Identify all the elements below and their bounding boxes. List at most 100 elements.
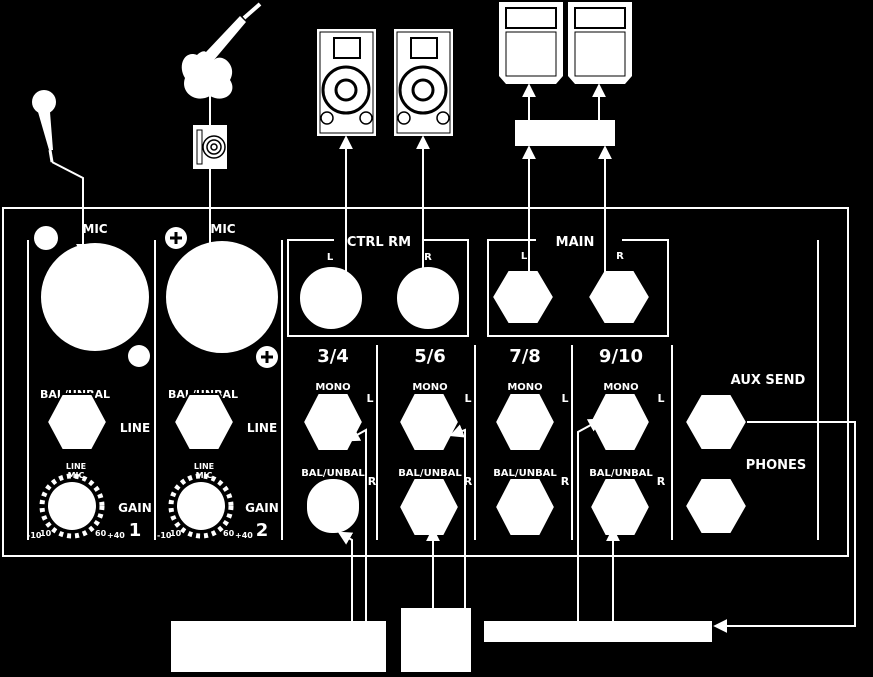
cable-device-to-5-6-left <box>449 424 466 608</box>
cable-device-to-3-4-right <box>337 531 354 621</box>
channel-1-xlr-mic-jack[interactable] <box>39 241 151 353</box>
balunbal-label: BAL/UNBAL <box>493 468 557 479</box>
left-input-label: L <box>464 392 471 405</box>
aux-send-jack[interactable] <box>683 393 749 451</box>
stereo-3-4-left-jack[interactable] <box>301 392 365 452</box>
channel-1-knob-line-mark: LINE <box>66 462 86 471</box>
main-section: MAIN L R <box>487 235 669 337</box>
mono-label: MONO <box>603 382 638 393</box>
cables <box>51 83 856 633</box>
studio-monitor-speaker-icon <box>317 29 376 136</box>
stereo-5-6-left-jack[interactable] <box>397 392 461 452</box>
channel-2-scale-right: 60 <box>223 529 235 538</box>
amplifier-box <box>515 120 615 146</box>
microphone-icon <box>32 90 56 163</box>
stereo-3-4-right-jack[interactable] <box>305 477 361 535</box>
channel-2-scale-left: -10 <box>157 531 172 540</box>
pa-speaker-icon <box>568 2 632 84</box>
ctrl-rm-right-jack[interactable] <box>395 265 461 331</box>
main-bracket <box>487 239 669 337</box>
right-input-label: R <box>464 475 473 488</box>
channel-1-scale-left: -10 <box>27 531 42 540</box>
channel-1-gain-scale <box>39 473 105 539</box>
channel-1-indicator <box>34 226 58 250</box>
cable-device-to-9-10-left <box>577 418 603 621</box>
stereo-channel-7-8: 7/8 MONO L BAL/UNBAL R <box>493 346 570 537</box>
ctrl-rm-left-jack[interactable] <box>298 265 364 331</box>
stereo-7-8-left-jack[interactable] <box>493 392 557 452</box>
balunbal-label: BAL/UNBAL <box>589 468 653 479</box>
channel-2-mic-label: MIC <box>210 222 235 236</box>
channel-2-scale-left2: 10 <box>170 529 182 538</box>
stereo-7-8-right-jack[interactable] <box>493 477 557 537</box>
channel-2-scale-right2: +40 <box>235 531 253 540</box>
phones-label: PHONES <box>746 458 807 473</box>
main-right-jack[interactable] <box>586 269 652 325</box>
mono-label: MONO <box>412 382 447 393</box>
main-left-label: L <box>521 251 528 262</box>
channel-1-scale-left2: 10 <box>40 529 52 538</box>
right-input-label: R <box>368 475 377 488</box>
main-left-jack[interactable] <box>490 269 556 325</box>
cable-aux-send-to-device <box>713 421 856 633</box>
plus-icon <box>261 351 273 363</box>
plus-icon <box>170 232 182 244</box>
studio-monitor-speaker-icon <box>394 29 453 136</box>
external-device-box <box>401 608 471 672</box>
main-title: MAIN <box>556 235 595 250</box>
channel-1-mic-label: MIC <box>82 222 107 236</box>
pa-speaker-icon <box>499 2 563 84</box>
ctrl-rm-bracket <box>287 239 469 337</box>
channel-1-line-jack[interactable] <box>45 393 109 451</box>
stereo-9-10-right-jack[interactable] <box>588 477 652 537</box>
channel-2-gain-knob[interactable] <box>177 482 225 530</box>
aux-send-label: AUX SEND <box>731 373 806 388</box>
channel-2-line-jack[interactable] <box>172 393 236 451</box>
mono-label: MONO <box>507 382 542 393</box>
right-input-label: R <box>561 475 570 488</box>
di-box-icon <box>193 125 227 169</box>
right-input-label: R <box>657 475 666 488</box>
channel-2-gain-scale <box>168 473 234 539</box>
stereo-channel-number: 9/10 <box>599 346 643 367</box>
channel-2-knob-line-mark: LINE <box>194 462 214 471</box>
balunbal-label: BAL/UNBAL <box>301 468 365 479</box>
cable-device-to-3-4-left <box>345 428 367 621</box>
mixer-panel <box>2 207 849 557</box>
stereo-channel-9-10: 9/10 MONO L BAL/UNBAL R <box>588 346 666 537</box>
ctrl-rm-right-label: R <box>424 252 432 263</box>
channel-1-gain-knob[interactable] <box>48 482 96 530</box>
channel-1-line-label: LINE <box>120 421 150 435</box>
external-device-box <box>171 621 386 672</box>
ctrl-rm-section: CTRL RM L R <box>287 235 469 337</box>
phones-jack[interactable] <box>683 477 749 535</box>
channel-1-gain-label: GAIN <box>118 501 152 515</box>
channel-1-scale-right2: +40 <box>107 531 125 540</box>
stereo-channel-5-6: 5/6 MONO L BAL/UNBAL R <box>397 346 473 537</box>
channel-2-strip: MIC BAL/UNBAL LINE LINE MIC -10 10 60 +4… <box>157 222 280 541</box>
balunbal-label: BAL/UNBAL <box>398 468 462 479</box>
left-input-label: L <box>561 392 568 405</box>
external-device-box <box>484 621 712 642</box>
ctrl-rm-title: CTRL RM <box>347 235 411 250</box>
stereo-channel-number: 5/6 <box>414 346 446 367</box>
channel-2-number: 2 <box>256 520 269 541</box>
channel-1-number: 1 <box>129 520 142 541</box>
left-input-label: L <box>657 392 664 405</box>
stereo-channel-number: 7/8 <box>509 346 541 367</box>
channel-2-line-label: LINE <box>247 421 277 435</box>
cable-mic-to-ch1 <box>51 161 90 258</box>
channel-1-scale-right: 60 <box>95 529 107 538</box>
stereo-channel-3-4: 3/4 MONO L BAL/UNBAL R <box>301 346 377 535</box>
channel-1-pad-indicator <box>128 345 150 367</box>
stereo-channel-number: 3/4 <box>317 346 349 367</box>
channel-2-xlr-mic-jack[interactable] <box>164 239 280 355</box>
stereo-5-6-right-jack[interactable] <box>397 477 461 537</box>
ctrl-rm-left-label: L <box>327 252 334 263</box>
stereo-9-10-left-jack[interactable] <box>588 392 652 452</box>
channel-2-gain-label: GAIN <box>245 501 279 515</box>
mono-label: MONO <box>315 382 350 393</box>
main-right-label: R <box>616 251 624 262</box>
guitar-icon <box>181 2 262 99</box>
